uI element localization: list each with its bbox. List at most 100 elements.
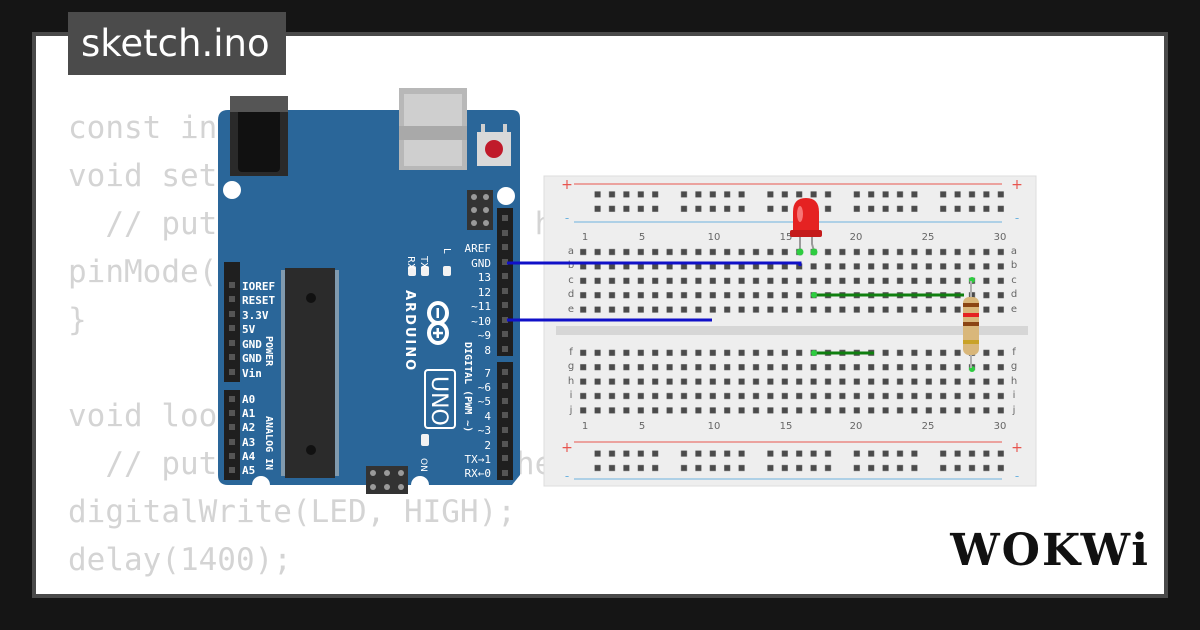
usb-port <box>399 88 467 170</box>
minus-label: - <box>565 469 569 483</box>
on-label: ON <box>418 458 428 472</box>
column-label: 15 <box>780 232 793 243</box>
plus-label: + <box>561 177 573 193</box>
pin-label-a1: A1 <box>242 407 256 420</box>
file-tab-label: sketch.ino <box>81 22 270 65</box>
row-label: e <box>1011 304 1017 315</box>
terminal-holes-bottom <box>578 345 1010 417</box>
pin-label-6: ~6 <box>478 381 491 394</box>
l-label: L <box>441 248 452 254</box>
power-section-label: POWER <box>263 336 274 367</box>
icsp-header-2 <box>366 466 408 494</box>
row-label: g <box>1011 361 1017 372</box>
digital-section-label: DIGITAL (PWM ~) <box>462 342 473 432</box>
pin-label-a5: A5 <box>242 464 255 477</box>
rail-holes <box>592 189 1010 478</box>
pin-label-5: ~5 <box>478 395 491 408</box>
power-jack <box>230 96 288 176</box>
row-label: j <box>569 405 573 416</box>
row-label: c <box>568 275 574 286</box>
column-label: 25 <box>922 421 935 432</box>
pin-label-reset: RESET <box>242 294 275 307</box>
row-label: f <box>569 347 573 358</box>
pin-label-4: 4 <box>484 410 491 423</box>
pin-label-ioref: IOREF <box>242 280 275 293</box>
code-line: digitalWrite(LED, HIGH); <box>68 494 516 530</box>
column-label: 1 <box>582 232 588 243</box>
mounting-hole <box>252 476 270 494</box>
pin-label-gnd: GND <box>242 338 262 351</box>
pin-label-vin: Vin <box>242 367 262 380</box>
microcontroller-chip <box>281 268 339 478</box>
digital-header-top <box>497 208 513 356</box>
pin-label-gnd-digital: GND <box>471 257 491 270</box>
row-label: i <box>1013 390 1016 401</box>
arduino-brand-label: ARDUINO <box>402 290 417 372</box>
pin-label-3: ~3 <box>478 424 491 437</box>
icsp-header <box>467 190 493 230</box>
minus-label: - <box>565 211 569 225</box>
arduino-logo <box>427 301 449 345</box>
column-label: 25 <box>922 232 935 243</box>
breadboard[interactable]: + + + + - - - - <box>543 175 1037 487</box>
pin-label-tx1: TX→1 <box>465 453 492 466</box>
pin-label-a3: A3 <box>242 436 255 449</box>
power-header <box>224 262 240 382</box>
minus-label: - <box>1015 211 1019 225</box>
row-label: g <box>568 361 574 372</box>
row-label: d <box>568 289 574 300</box>
red-led[interactable] <box>790 198 822 256</box>
pin-label-3v3: 3.3V <box>242 309 269 322</box>
plus-label: + <box>561 440 573 456</box>
digital-header-bottom <box>497 362 513 480</box>
mounting-hole <box>411 476 429 494</box>
pin-label-a0: A0 <box>242 393 255 406</box>
file-tab[interactable]: sketch.ino <box>68 12 286 75</box>
column-label: 30 <box>994 421 1007 432</box>
analog-header <box>224 390 240 480</box>
row-label: b <box>568 260 574 271</box>
row-label: d <box>1011 289 1017 300</box>
row-label: a <box>568 246 574 257</box>
column-label: 20 <box>850 232 863 243</box>
column-label: 15 <box>780 421 793 432</box>
pin-label-11: ~11 <box>471 300 491 313</box>
uno-badge: UNO <box>424 369 456 429</box>
plus-label: + <box>1011 440 1023 456</box>
plus-label: + <box>1011 177 1023 193</box>
column-label: 5 <box>639 232 645 243</box>
row-label: b <box>1011 260 1017 271</box>
tx-label: TX <box>418 255 429 269</box>
column-label: 20 <box>850 421 863 432</box>
column-label: 30 <box>994 232 1007 243</box>
minus-label: - <box>1015 469 1019 483</box>
pin-label-10: ~10 <box>471 315 491 328</box>
row-label: f <box>1012 347 1016 358</box>
arduino-uno-board[interactable]: IOREF RESET 3.3V 5V GND GND Vin POWER A0… <box>218 88 520 494</box>
row-label: i <box>570 390 573 401</box>
column-label: 1 <box>582 421 588 432</box>
pin-label-5v: 5V <box>242 323 256 336</box>
mounting-hole <box>223 181 241 199</box>
row-label: j <box>1012 405 1016 416</box>
pin-label-a2: A2 <box>242 421 255 434</box>
status-leds <box>408 266 451 446</box>
row-label: a <box>1011 246 1017 257</box>
pin-label-2: 2 <box>484 439 491 452</box>
pin-label-12: 12 <box>478 286 491 299</box>
pin-label-8: 8 <box>484 344 491 357</box>
code-line: digitalWrite(LED, LOW); <box>68 584 609 594</box>
code-line: } <box>68 302 87 338</box>
wire-gnd-to-led[interactable] <box>507 261 802 266</box>
pin-label-aref: AREF <box>465 242 492 255</box>
resistor[interactable] <box>963 281 979 368</box>
wokwi-logo-text: WOKWi <box>950 525 1150 576</box>
row-label: h <box>1011 376 1017 387</box>
reset-button[interactable] <box>477 124 511 166</box>
row-label: c <box>1011 275 1017 286</box>
pin-label-a4: A4 <box>242 450 256 463</box>
analog-section-label: ANALOG IN <box>263 416 274 470</box>
wokwi-logo: WOKWi <box>950 525 1150 576</box>
column-label: 10 <box>708 421 721 432</box>
